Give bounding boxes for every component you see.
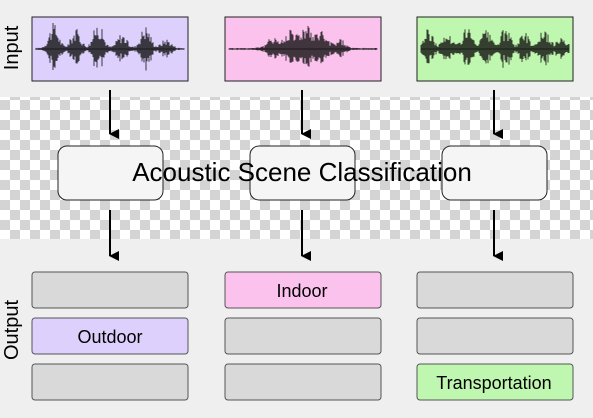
output-label-transportation: Transportation: [436, 373, 551, 393]
classifier-node-2: [249, 145, 356, 201]
waveform-pink: [228, 26, 378, 67]
input-row: [31, 16, 574, 82]
waveform-green: [420, 29, 570, 68]
output-box: [31, 363, 189, 401]
output-box: [31, 317, 189, 355]
output-box: [224, 363, 382, 401]
input-side-label: Input: [1, 25, 23, 70]
classifier-node-1: [57, 145, 164, 201]
output-side-label: Output: [1, 300, 23, 360]
output-box: [416, 317, 574, 355]
classifier-title: Acoustic Scene Classification: [132, 157, 472, 187]
waveform-purple: [35, 23, 185, 71]
output-column-3: Transportation: [416, 271, 574, 401]
classifier-node-3: [441, 145, 548, 201]
output-box: [31, 271, 189, 309]
output-box: [224, 271, 382, 309]
output-column-2: Indoor: [224, 271, 382, 401]
output-box: [416, 271, 574, 309]
output-box: [224, 317, 382, 355]
output-box: [416, 363, 574, 401]
output-label-indoor: Indoor: [276, 281, 327, 301]
output-label-outdoor: Outdoor: [77, 327, 142, 347]
output-column-1: Outdoor: [31, 271, 189, 401]
